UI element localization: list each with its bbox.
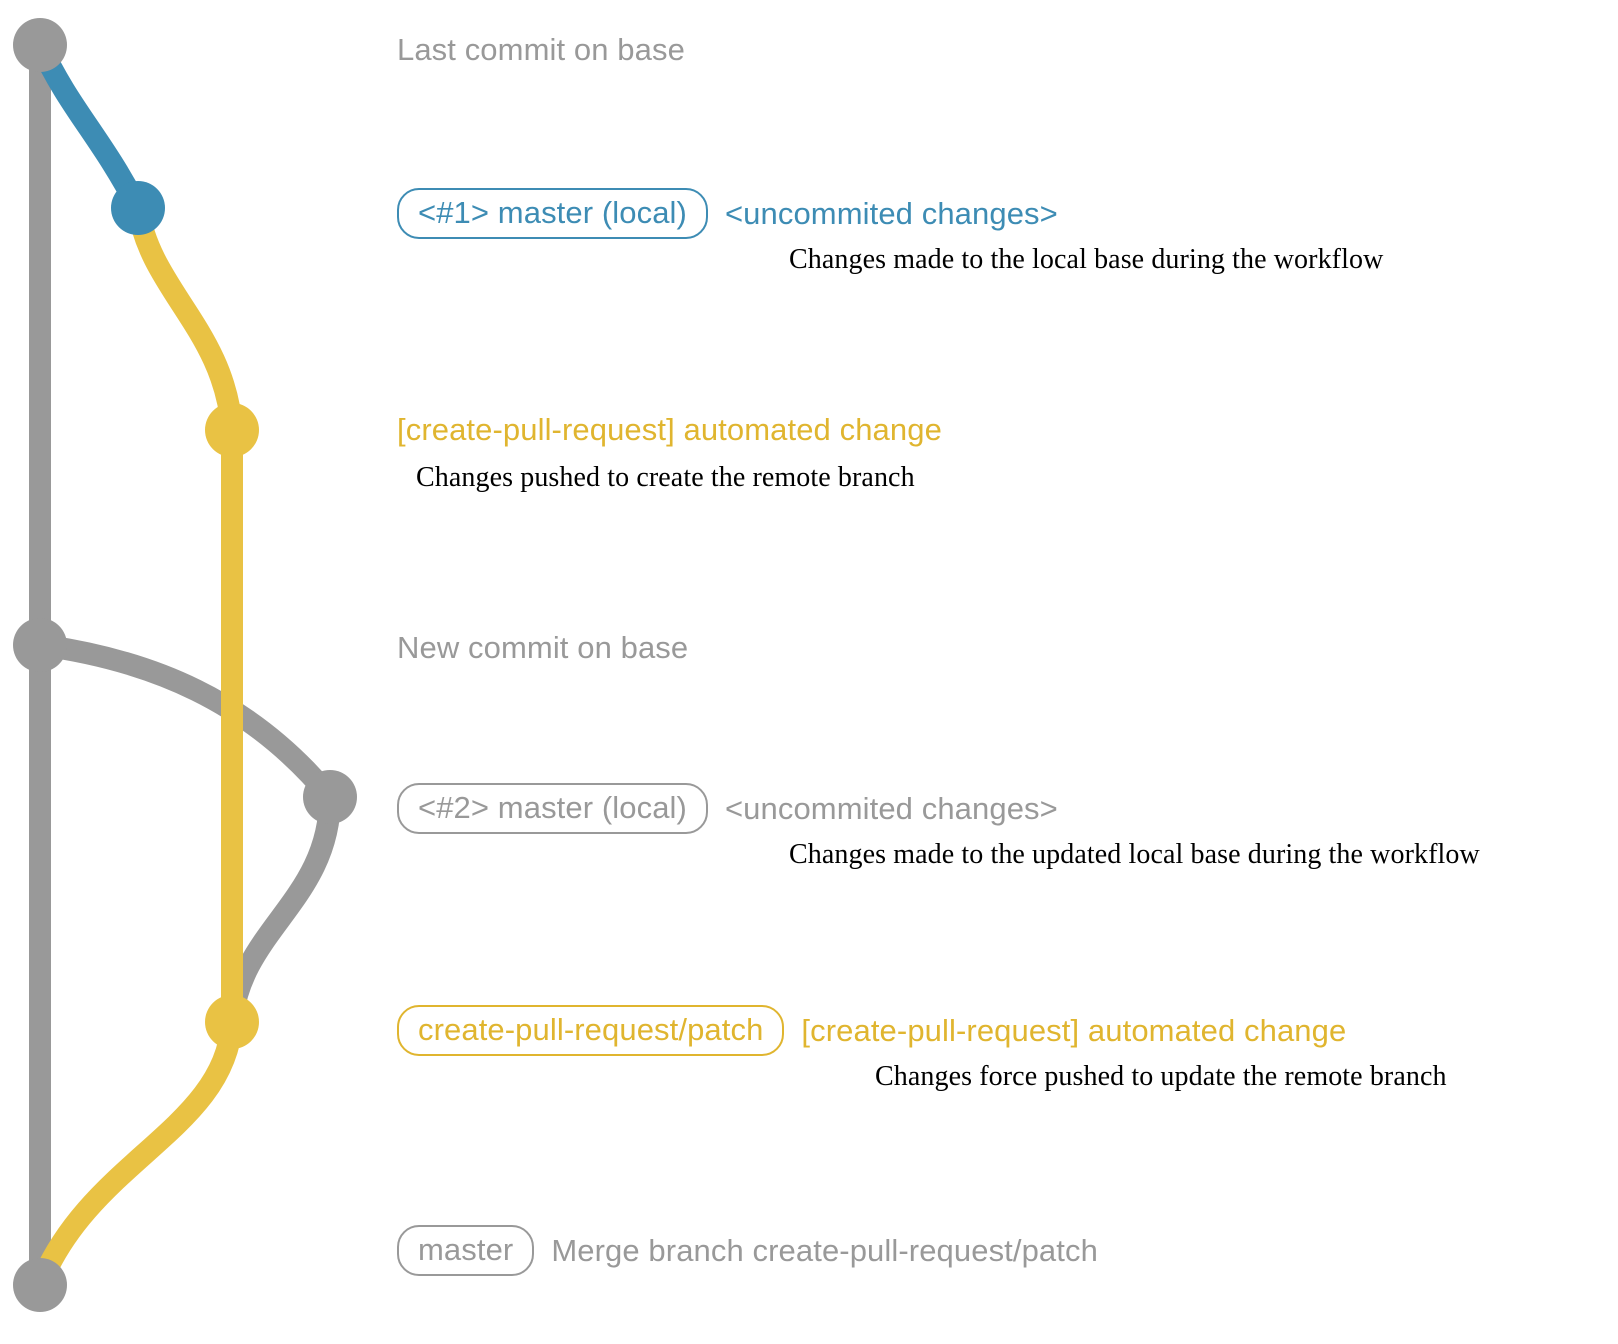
local1-to-patch1-line <box>127 197 243 441</box>
branch-badge-master-local-2[interactable]: <#2> master (local) <box>397 783 708 834</box>
branch-badge-master[interactable]: master <box>397 1225 535 1276</box>
row-last-commit-on-base: Last commit on base <box>397 32 685 68</box>
description-automated-change-1: Changes pushed to create the remote bran… <box>416 462 915 493</box>
description-master-local-2: Changes made to the updated local base d… <box>789 839 1480 870</box>
row-new-commit-on-base: New commit on base <box>397 630 688 666</box>
local-commit-2-node <box>303 770 357 824</box>
commit-message-create-pull-request-patch: [create-pull-request] automated change <box>801 1012 1347 1048</box>
row-create-pull-request-patch: create-pull-request/patch [create-pull-r… <box>397 1005 1346 1056</box>
row-automated-change-1: [create-pull-request] automated change <box>397 412 942 448</box>
branch-badge-master-local-1[interactable]: <#1> master (local) <box>397 188 708 239</box>
base-to-local2-line <box>29 634 341 808</box>
commit-graph <box>13 18 357 1312</box>
commit-message-master-merge: Merge branch create-pull-request/patch <box>551 1232 1098 1268</box>
commit-message-automated-change-1: [create-pull-request] automated change <box>397 412 942 447</box>
remote-patch-1-node <box>205 403 259 457</box>
branch-badge-create-pull-request-patch[interactable]: create-pull-request/patch <box>397 1005 785 1056</box>
base-to-local1-line <box>29 34 149 219</box>
commit-message-master-local-2: <uncommited changes> <box>724 790 1058 826</box>
merge-commit-node <box>13 1258 67 1312</box>
remote-patch-2-node <box>205 995 259 1049</box>
row-master-merge: master Merge branch create-pull-request/… <box>397 1225 1098 1276</box>
row-master-local-1: <#1> master (local) <uncommited changes> <box>397 188 1058 239</box>
base-head-node <box>13 18 67 72</box>
row-master-local-2: <#2> master (local) <uncommited changes> <box>397 783 1058 834</box>
new-commit-on-base-label: New commit on base <box>397 630 689 665</box>
description-master-local-1: Changes made to the local base during th… <box>789 244 1384 275</box>
description-create-pull-request-patch: Changes force pushed to update the remot… <box>875 1061 1447 1092</box>
local-commit-1-node <box>111 181 165 235</box>
commit-message-master-local-1: <uncommited changes> <box>724 195 1058 231</box>
local2-to-patch2-line <box>221 786 341 1033</box>
patch2-to-merge-line <box>29 1011 243 1296</box>
last-commit-on-base-label: Last commit on base <box>397 32 685 67</box>
commit-nodes <box>13 18 357 1312</box>
base-new-commit-node <box>13 618 67 672</box>
